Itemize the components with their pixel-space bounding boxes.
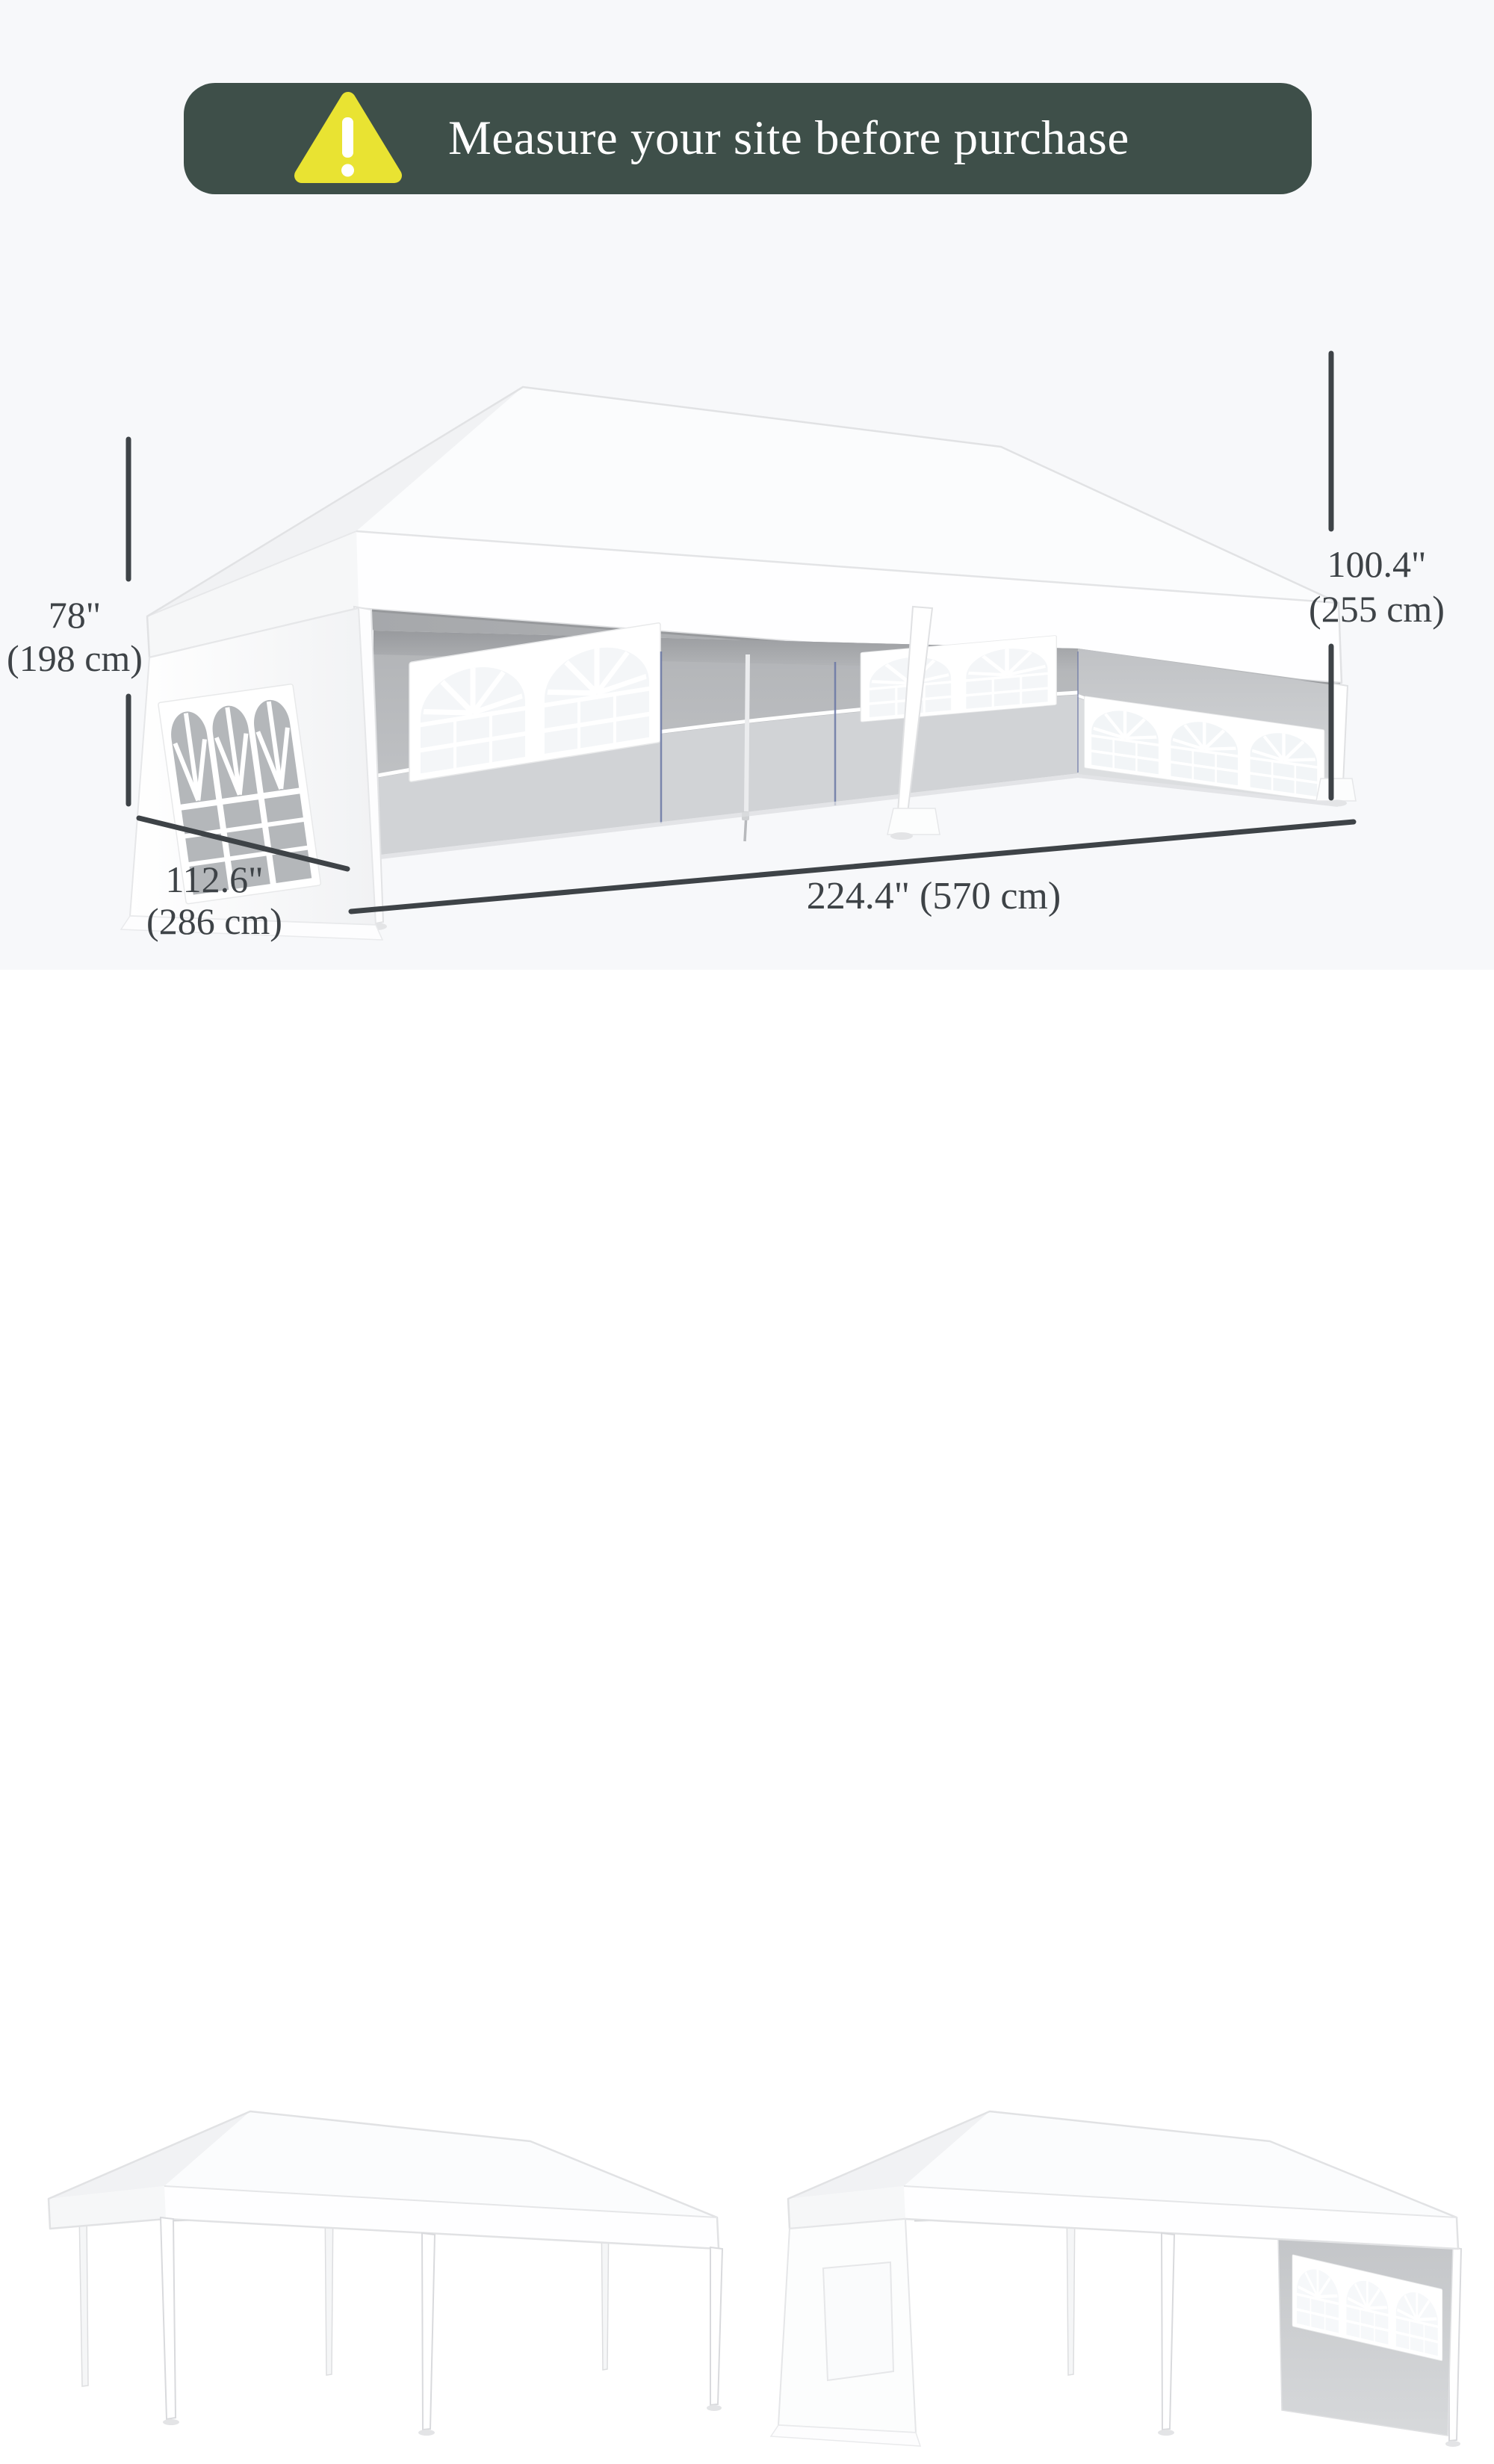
warning-triangle-icon bbox=[294, 91, 402, 183]
top-section: Measure your site before purchase bbox=[0, 0, 1494, 970]
left-sidewall bbox=[120, 607, 384, 941]
warning-banner: Measure your site before purchase bbox=[184, 83, 1312, 194]
panel-canopy-legs bbox=[1158, 2232, 1176, 2436]
bottom-section bbox=[0, 970, 1494, 2447]
left-panel-window bbox=[822, 2261, 895, 2382]
depth-label-cm: (286 cm) bbox=[146, 900, 282, 942]
depth-label-in: 112.6" bbox=[165, 858, 263, 900]
total-height-label-cm: (255 cm) bbox=[1309, 588, 1445, 630]
dimension-annotations: 78" (198 cm) 100.4" (255 cm) 112.6" (286… bbox=[7, 350, 1445, 942]
width-label: 224.4" (570 cm) bbox=[807, 875, 1061, 917]
open-canopy-roof bbox=[47, 2110, 720, 2387]
banner-text: Measure your site before purchase bbox=[448, 111, 1129, 165]
main-tent-interior bbox=[359, 608, 1341, 860]
left-side-panel bbox=[769, 2217, 922, 2447]
open-canopy-legs bbox=[159, 2216, 724, 2436]
width-line bbox=[348, 819, 1357, 914]
tent-open-canopy-illustration bbox=[47, 2110, 724, 2436]
side-height-label-in: 78" bbox=[49, 594, 101, 636]
total-height-label-in: 100.4" bbox=[1327, 543, 1427, 585]
main-tent-illustration: 78" (198 cm) 100.4" (255 cm) 112.6" (286… bbox=[7, 350, 1445, 942]
depth-line bbox=[136, 815, 350, 872]
tent-side-panels-illustration bbox=[769, 2110, 1463, 2447]
side-height-label-cm: (198 cm) bbox=[7, 637, 143, 679]
main-tent-roof bbox=[146, 386, 1343, 684]
